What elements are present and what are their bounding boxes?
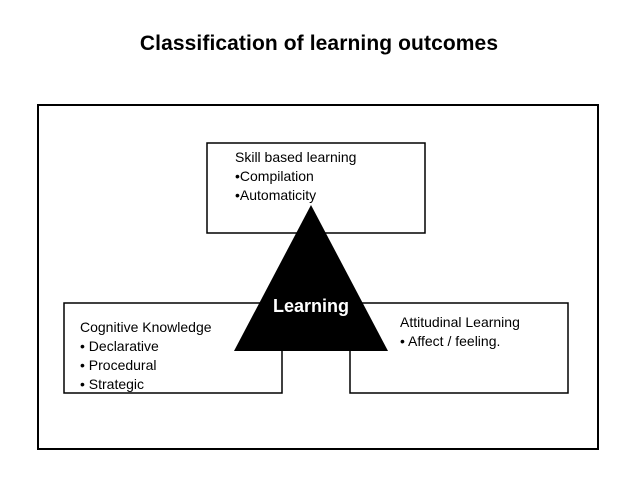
learning-triangle — [234, 205, 388, 351]
skill-item: •Compilation — [235, 168, 314, 184]
attitudinal-box — [349, 302, 569, 394]
cognitive-heading: Cognitive Knowledge — [80, 319, 212, 335]
skill-item: •Automaticity — [235, 187, 317, 203]
outer-frame — [37, 104, 599, 450]
cognitive-text: Cognitive Knowledge • Declarative • Proc… — [80, 318, 212, 394]
page-title: Classification of learning outcomes — [139, 32, 499, 55]
attitudinal-text: Attitudinal Learning • Affect / feeling. — [400, 313, 520, 351]
attitudinal-heading: Attitudinal Learning — [400, 314, 520, 330]
cognitive-item: • Strategic — [80, 376, 145, 392]
cognitive-box — [63, 302, 283, 394]
attitudinal-item: • Affect / feeling. — [400, 333, 501, 349]
skill-text: Skill based learning •Compilation •Autom… — [235, 148, 356, 205]
cognitive-item: • Procedural — [80, 357, 157, 373]
learning-label: Learning — [272, 296, 349, 316]
cognitive-item: • Declarative — [80, 338, 159, 354]
skill-heading: Skill based learning — [235, 149, 357, 165]
